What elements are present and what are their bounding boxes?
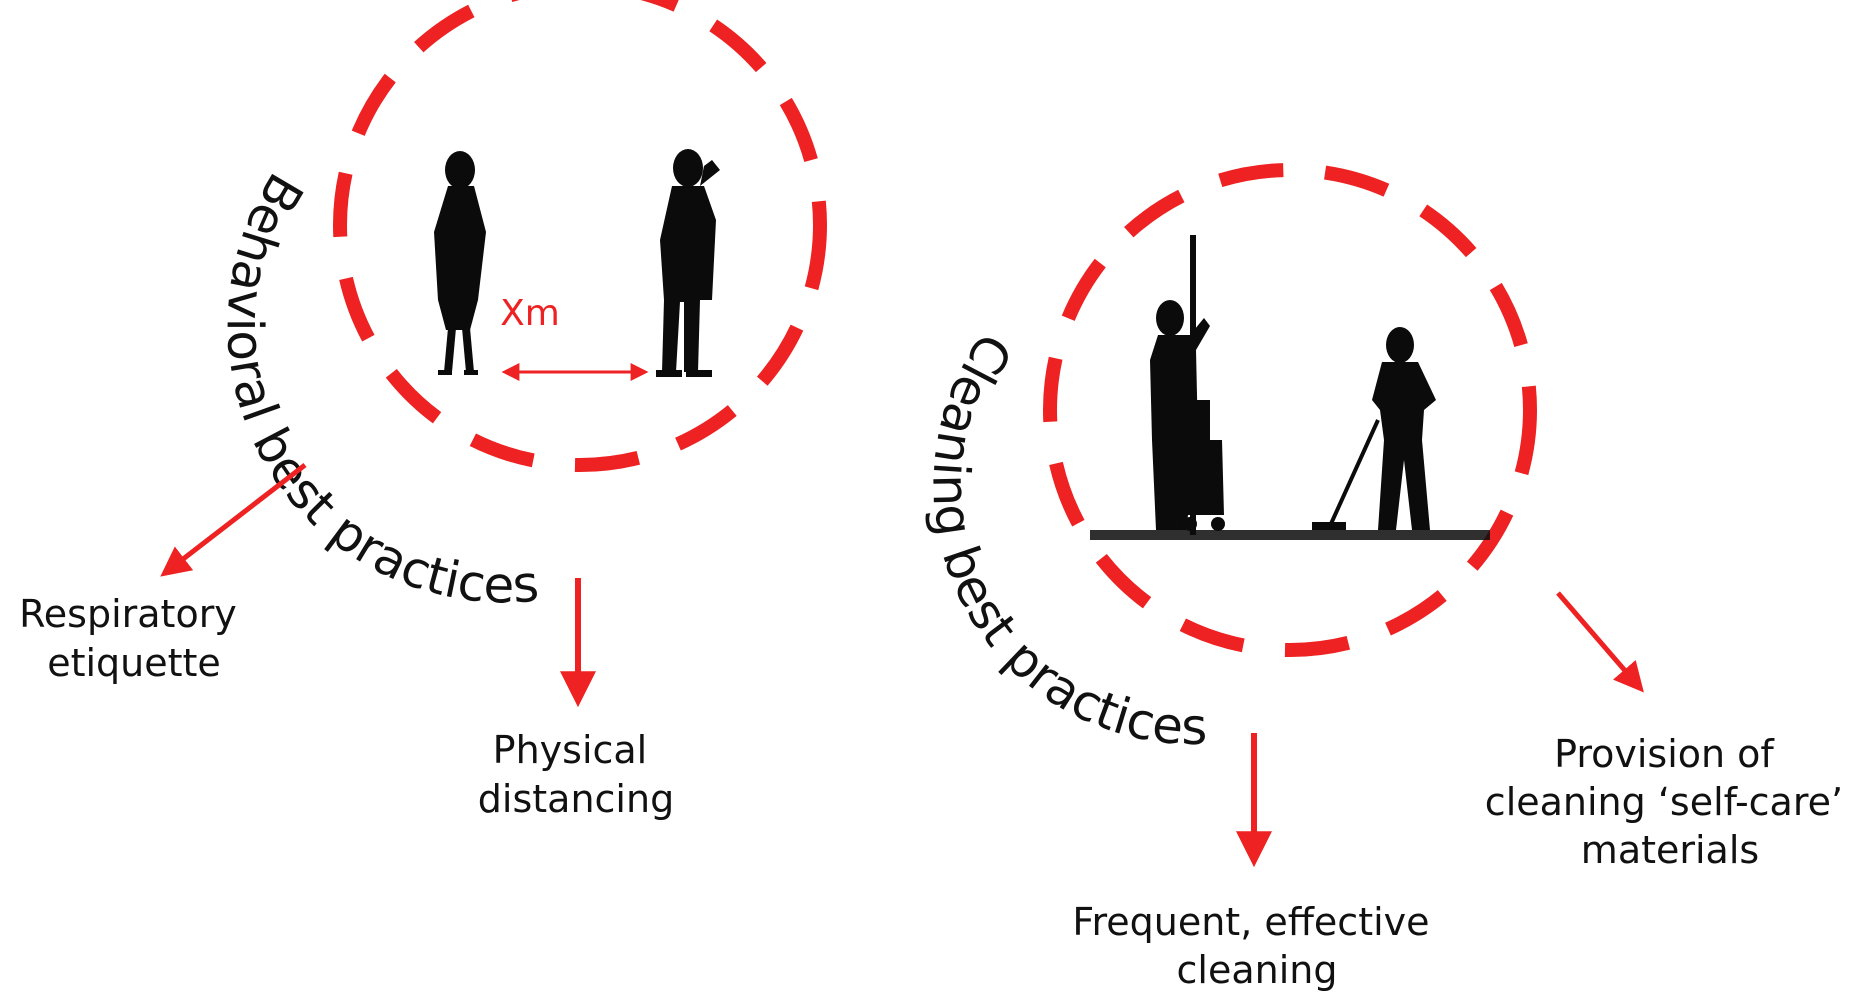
outcome-self-care-line2: cleaning ‘self-care’ [1485,780,1843,824]
outcome-self-care-line3: materials [1581,828,1759,872]
cleaners-silhouette-icon [1090,235,1490,540]
behavioral-title-path: Behavioral best practices [215,164,541,615]
arrow-to-respiratory [160,463,307,577]
outcome-distancing-line1: Physical [493,728,648,772]
outcome-self-care-materials: Provision of cleaning ‘self-care’ materi… [1485,732,1855,872]
behavioral-group: Xm Behavioral best practices Respiratory… [19,0,827,821]
cleaning-group: Cleaning best practices Frequent, effect… [921,163,1855,992]
outcome-respiratory-line2: etiquette [47,641,221,685]
cleaning-dashed-circle [1043,163,1537,657]
outcome-distancing-line2: distancing [478,777,674,821]
outcome-respiratory: Respiratory etiquette [19,592,249,685]
outcome-frequent-cleaning-line1: Frequent, effective [1072,900,1429,944]
behavioral-title: Behavioral best practices [215,164,541,615]
behavioral-dashed-circle [333,0,827,472]
outcome-frequent-cleaning: Frequent, effective cleaning [1072,900,1441,992]
outcome-respiratory-line1: Respiratory [19,592,237,636]
outcome-distancing: Physical distancing [478,728,674,821]
woman-silhouette-icon [434,151,486,375]
arrow-to-self-care-materials [1556,591,1644,693]
distance-label: Xm [500,293,560,334]
man-silhouette-icon [656,149,720,377]
outcome-self-care-line1: Provision of [1554,732,1775,776]
outcome-frequent-cleaning-line2: cleaning [1177,948,1338,992]
